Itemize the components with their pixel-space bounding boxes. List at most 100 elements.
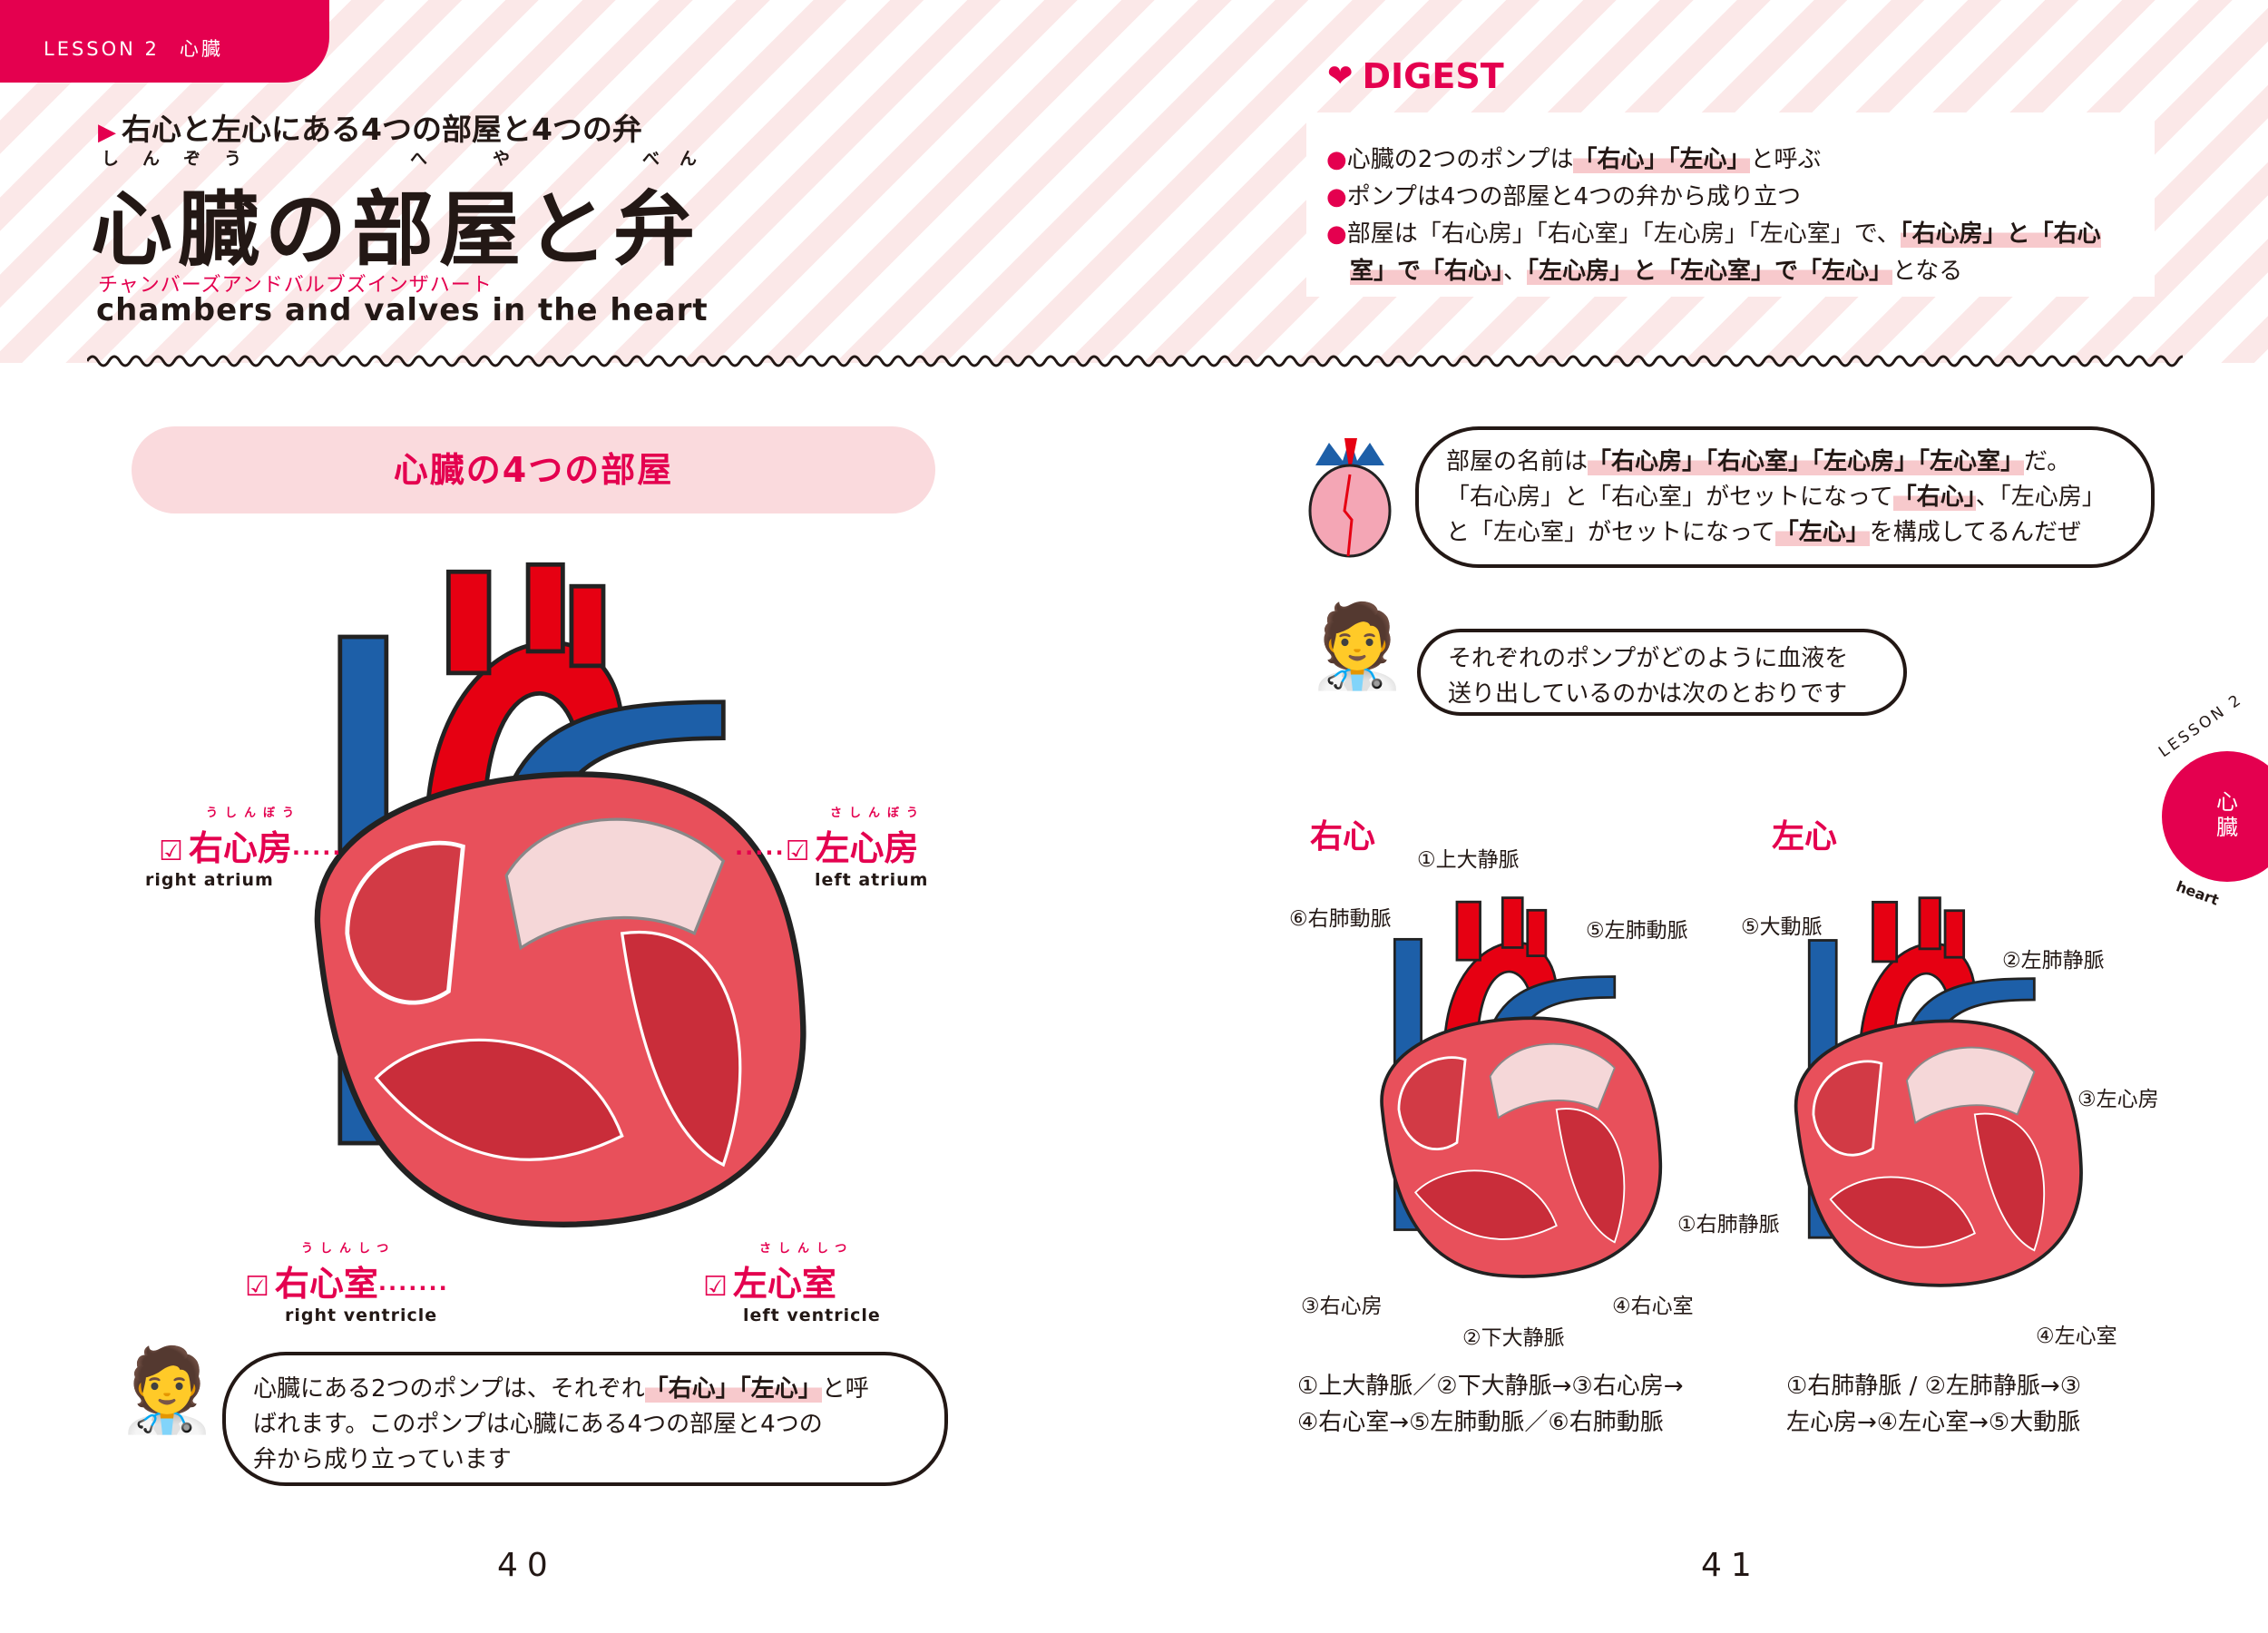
checkbox-icon: ☑ <box>159 836 183 867</box>
highlighted-text: 「右心」「左心」 <box>1573 146 1751 173</box>
diagram-label: ①上大静脈 <box>1417 848 1520 872</box>
text: と「左心室」がセットになって <box>1446 519 1775 546</box>
right-heart-flow-text: ①上大静脈／②下大静脈→③右心房→ ④右心室→⑤左肺動脈／⑥右肺動脈 <box>1297 1368 1684 1441</box>
title-english: chambers and valves in the heart <box>96 292 709 328</box>
label-left-ventricle: さしんしつ ☑左心室 left ventricle <box>703 1238 881 1325</box>
furigana: さしんぼう <box>830 807 926 820</box>
digest-title: DIGEST <box>1362 56 1504 96</box>
flow-line: ①上大静脈／②下大静脈→③右心房→ <box>1297 1373 1684 1400</box>
text-line: 送り出しているのかは次のとおりです <box>1448 677 1876 712</box>
text: と呼 <box>821 1375 869 1403</box>
diagram-label: ④右心室 <box>1612 1295 1694 1318</box>
page-subtitle: ▶右心と左心にある4つの部屋と4つの弁 <box>98 105 642 149</box>
text: 弁から成り立っています <box>253 1446 512 1473</box>
label-en: right ventricle <box>285 1305 438 1325</box>
text: と呼ぶ <box>1750 146 1822 173</box>
diagram-label: ③右心房 <box>1301 1295 1383 1318</box>
text: 部屋は「右心房」「右心室」「左心房」「左心室」で、 <box>1346 220 1901 248</box>
left-heart-title: 左心 <box>1772 818 1838 856</box>
flow-line: 左心房→④左心室→⑤大動脈 <box>1786 1409 2081 1436</box>
furigana: うしんしつ <box>301 1242 396 1256</box>
page-number: 40 <box>497 1547 557 1584</box>
text: ばれます。このポンプは心臓にある4つの部屋と4つの <box>253 1411 823 1438</box>
subtitle-text: 右心と左心にある4つの部屋と4つの弁 <box>122 112 642 147</box>
digest-heading: ❤DIGEST <box>1327 56 1504 96</box>
bullet-icon: ● <box>1326 183 1347 210</box>
label-right-ventricle: うしんしつ ☑右心室······· right ventricle <box>245 1238 449 1325</box>
checkbox-icon: ☑ <box>245 1271 269 1303</box>
diagram-label: ④左心室 <box>2036 1325 2117 1348</box>
checkbox-icon: ☑ <box>703 1271 728 1303</box>
section-title: 心臓の4つの部屋 <box>132 426 935 513</box>
bullet-icon: ● <box>1326 220 1347 248</box>
furigana: さしんしつ <box>759 1242 855 1256</box>
side-tab-topic: 心臓 <box>2216 789 2238 840</box>
label-en: left ventricle <box>743 1305 881 1325</box>
text: 送り出しているのかは次のとおりです <box>1448 680 1848 708</box>
text-line: 心臓にある2つのポンプは、それぞれ「右心」「左心」と呼 <box>253 1372 917 1407</box>
text: ポンプは4つの部屋と4つの弁から成り立つ <box>1346 183 1801 210</box>
speech-bubble: 部屋の名前は「右心房」「右心室」「左心房」「左心室」だ。「右心房」と「右心室」が… <box>1415 426 2155 568</box>
title-furigana: しんぞう <box>102 149 266 169</box>
text-line: ばれます。このポンプは心臓にある4つの部屋と4つの <box>253 1407 917 1442</box>
speech-bubble: 心臓にある2つのポンプは、それぞれ「右心」「左心」と呼ばれます。このポンプは心臓… <box>222 1352 948 1486</box>
highlighted-text: 「右心房」と「右心 <box>1900 220 2101 248</box>
heart-icon: ❤ <box>1327 58 1354 94</box>
title-katakana: チャンバーズアンドバルブズインザハート <box>98 274 493 297</box>
text-line: ●ポンプは4つの部屋と4つの弁から成り立つ <box>1326 179 2155 216</box>
text-line: ●心臓の2つのポンプは「右心」「左心」と呼ぶ <box>1326 142 2155 179</box>
diagram-label: ⑤大動脈 <box>1741 915 1823 939</box>
diagram-label: ⑥右肺動脈 <box>1289 907 1392 931</box>
diagram-label: ②下大静脈 <box>1462 1326 1565 1350</box>
digest-box: ●心臓の2つのポンプは「右心」「左心」と呼ぶ●ポンプは4つの部屋と4つの弁から成… <box>1306 112 2155 297</box>
flow-line: ④右心室→⑤左肺動脈／⑥右肺動脈 <box>1297 1409 1664 1436</box>
side-tab-en: heart <box>2174 877 2222 909</box>
label-jp: 右心室 <box>274 1264 378 1304</box>
text: となる <box>1892 258 1963 285</box>
text: 部屋の名前は <box>1446 448 1589 475</box>
title-furigana: へや <box>410 149 576 169</box>
highlighted-text: 室」で「右心」 <box>1350 258 1504 285</box>
diagram-label: ①右肺静脈 <box>1677 1213 1780 1237</box>
text-line: と「左心室」がセットになって「左心」を構成してるんだぜ <box>1446 515 2124 551</box>
text-line: 「右心房」と「右心室」がセットになって「右心」、「左心房」 <box>1446 480 2124 515</box>
text: 「右心房」と「右心室」がセットになって <box>1446 484 1893 511</box>
heart-diagram <box>289 557 810 1237</box>
highlighted-text: 「右心」「左心」 <box>644 1375 822 1403</box>
heart-character-avatar <box>1297 438 1403 565</box>
title-furigana: べん <box>642 149 718 169</box>
diagram-label: ⑤左肺動脈 <box>1586 919 1688 943</box>
text: 、 <box>1503 258 1528 285</box>
text-line: それぞれのポンプがどのように血液を <box>1448 641 1876 677</box>
text: を構成してるんだぜ <box>1869 519 2081 546</box>
text-line: ●部屋は「右心房」「右心室」「左心房」「左心室」で、「右心房」と「右心 <box>1326 216 2155 253</box>
doctor-avatar: 🧑‍⚕️ <box>116 1343 219 1438</box>
checkbox-icon: ☑ <box>785 836 810 867</box>
label-jp: 右心房 <box>188 828 292 868</box>
triangle-icon: ▶ <box>98 119 116 146</box>
furigana: うしんぼう <box>206 807 302 820</box>
text: 、「左心房」 <box>1975 484 2106 511</box>
wavy-divider <box>87 355 2183 367</box>
speech-bubble: それぞれのポンプがどのように血液を送り出しているのかは次のとおりです <box>1417 629 1907 716</box>
page-title: 心臓の部屋と弁 <box>91 182 700 278</box>
lesson-number: LESSON 2 <box>44 38 160 60</box>
text-line: 室」で「右心」、「左心房」と「左心室」で「左心」となる <box>1326 253 2155 290</box>
doctor-avatar: 🧑‍⚕️ <box>1306 599 1409 694</box>
label-en: left atrium <box>815 870 929 890</box>
text: 心臓の2つのポンプは <box>1346 146 1574 173</box>
text: 心臓にある2つのポンプは、それぞれ <box>253 1375 645 1403</box>
highlighted-text: 「右心」 <box>1892 484 1976 511</box>
lesson-topic: 心臓 <box>179 38 223 60</box>
text: だ。 <box>2024 448 2071 475</box>
text-line: 部屋の名前は「右心房」「右心室」「左心房」「左心室」だ。 <box>1446 445 2124 480</box>
label-jp: 左心房 <box>815 828 919 868</box>
label-jp: 左心室 <box>732 1264 836 1304</box>
text-line: 弁から成り立っています <box>253 1442 917 1478</box>
label-en: right atrium <box>145 870 274 890</box>
right-heart-title: 右心 <box>1310 818 1376 856</box>
label-left-atrium: さしんぼう ·····☑左心房 left atrium <box>735 803 928 890</box>
lesson-tab: LESSON 2 心臓 <box>0 0 329 83</box>
bullet-icon: ● <box>1326 146 1347 173</box>
